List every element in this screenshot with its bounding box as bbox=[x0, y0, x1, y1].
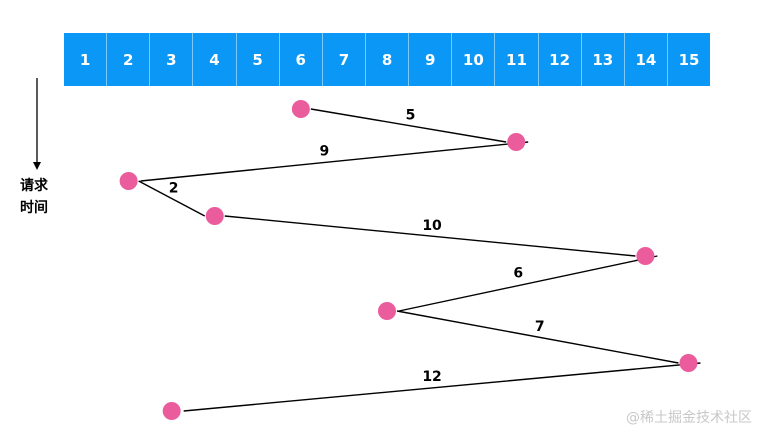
path-points bbox=[119, 100, 698, 420]
track-cell: 4 bbox=[192, 33, 235, 86]
track-cell: 15 bbox=[666, 33, 710, 86]
distance-label: 7 bbox=[535, 319, 545, 335]
track-cell: 2 bbox=[106, 33, 149, 86]
path-segment bbox=[396, 310, 679, 364]
distance-labels: 5 9 2 10 6 7 12 bbox=[169, 108, 545, 386]
watermark: @稀土掘金技术社区 bbox=[626, 410, 752, 426]
time-axis-label-line1: 请求 bbox=[20, 178, 48, 194]
track-cell: 7 bbox=[321, 33, 365, 86]
path-point bbox=[291, 100, 310, 118]
track-cell: 3 bbox=[149, 33, 192, 86]
time-axis-arrow bbox=[33, 78, 41, 170]
distance-label: 6 bbox=[513, 266, 523, 282]
distance-label: 10 bbox=[422, 218, 442, 234]
path-segment bbox=[183, 362, 701, 412]
track-cell: 1 bbox=[79, 50, 91, 69]
distance-label: 2 bbox=[169, 181, 179, 197]
track-cell: 12 bbox=[537, 33, 581, 86]
distance-label: 9 bbox=[320, 144, 330, 160]
track-strip: 1 2 3 4 5 6 7 8 9 10 11 12 13 14 15 bbox=[64, 33, 710, 86]
path-segment bbox=[224, 215, 636, 257]
path-point bbox=[205, 207, 224, 225]
track-cell: 14 bbox=[623, 33, 667, 86]
track-cell: 5 bbox=[235, 33, 279, 86]
path-point bbox=[162, 402, 181, 420]
distance-label: 12 bbox=[422, 369, 441, 385]
path-point bbox=[378, 302, 396, 320]
path-point bbox=[507, 133, 526, 151]
path-point bbox=[679, 354, 698, 372]
path-point bbox=[119, 172, 138, 190]
track-cell: 6 bbox=[278, 33, 322, 86]
track-cell: 11 bbox=[494, 33, 537, 86]
time-axis-label-line2: 时间 bbox=[20, 200, 48, 216]
path-segment bbox=[398, 255, 658, 312]
time-axis-label: 请求 时间 bbox=[20, 175, 60, 219]
path-segment bbox=[310, 108, 507, 143]
path-point bbox=[636, 247, 655, 265]
path-segment bbox=[138, 180, 206, 217]
path-segments bbox=[138, 108, 701, 412]
track-cell: 9 bbox=[408, 33, 451, 86]
track-cell: 13 bbox=[580, 33, 624, 86]
path-segment bbox=[140, 141, 529, 182]
distance-label: 5 bbox=[406, 108, 416, 124]
track-cell: 8 bbox=[364, 33, 408, 86]
track-cell: 10 bbox=[451, 33, 494, 86]
